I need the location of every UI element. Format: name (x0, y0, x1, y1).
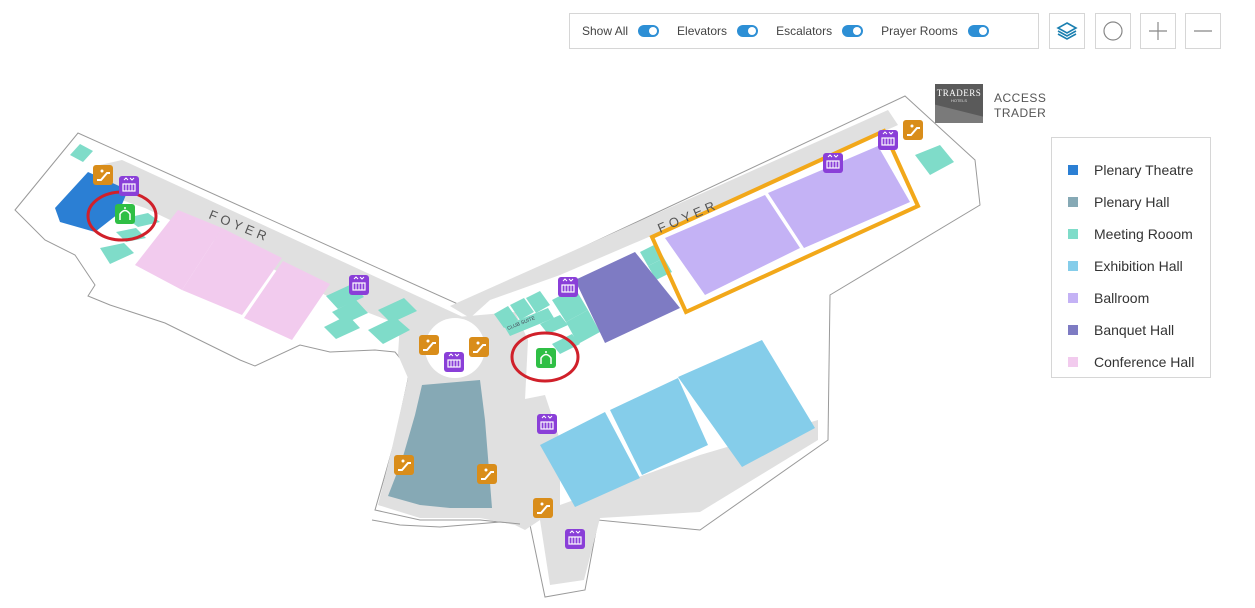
legend-item-conference-hall[interactable]: Conference Hall (1052, 346, 1210, 378)
room-meeting-l1[interactable] (70, 144, 93, 162)
corridor-left-wing (100, 160, 465, 342)
room-meeting-l9[interactable] (368, 317, 410, 344)
prayer-room-icon[interactable] (535, 347, 557, 369)
elevator-icon[interactable] (118, 175, 140, 197)
layers-button[interactable] (1049, 13, 1085, 49)
escalator-icon[interactable] (468, 336, 490, 358)
logo-stripe (935, 104, 983, 123)
room-banquet-hall[interactable] (575, 252, 680, 343)
escalator-icon[interactable] (532, 497, 554, 519)
elevator-icon[interactable] (557, 276, 579, 298)
legend-label: Banquet Hall (1094, 322, 1175, 338)
legend-swatch (1068, 293, 1078, 303)
legend-swatch (1068, 229, 1078, 239)
escalator-icon[interactable] (393, 454, 415, 476)
traders-logo[interactable]: TRADERS HOTELS (935, 84, 983, 123)
room-meeting-c1[interactable] (494, 306, 518, 328)
legend-swatch (1068, 165, 1078, 175)
prayer-room-icon[interactable] (114, 203, 136, 225)
legend-label: Plenary Hall (1094, 194, 1170, 210)
logo-sub: HOTELS (950, 98, 967, 103)
room-meeting-l6[interactable] (332, 300, 368, 324)
access-trader-link[interactable]: ACCESS TRADER (994, 91, 1046, 121)
legend-item-banquet-hall[interactable]: Banquet Hall (1052, 314, 1210, 346)
prayer-highlight-center (510, 331, 580, 383)
room-exhibition-hall-3[interactable] (678, 340, 815, 467)
room-meeting-c3[interactable] (526, 291, 550, 313)
room-conference-hall-1[interactable] (135, 210, 222, 290)
ballroom-highlight-box (649, 128, 921, 315)
toggle-elevators[interactable]: Elevators (677, 24, 759, 38)
zoom-out-button[interactable] (1185, 13, 1221, 49)
plus-icon (1149, 22, 1167, 40)
room-conference-hall-3[interactable] (244, 261, 330, 340)
room-meeting-c4[interactable] (504, 308, 554, 336)
legend-swatch (1068, 261, 1078, 271)
elevator-icon[interactable] (348, 274, 370, 296)
room-plenary-hall[interactable] (388, 380, 492, 508)
legend-label: Meeting Rooom (1094, 226, 1193, 242)
legend-label: Exhibition Hall (1094, 258, 1183, 274)
toggle-label: Show All (582, 24, 629, 38)
legend-swatch (1068, 357, 1078, 367)
room-ballroom-2[interactable] (768, 146, 910, 248)
room-conference-hall-2[interactable] (182, 228, 282, 315)
legend-swatch (1068, 197, 1078, 207)
toggle-escalators[interactable]: Escalators (776, 24, 864, 38)
legend-label: Plenary Theatre (1094, 162, 1194, 178)
prayer-rooms-switch[interactable] (967, 25, 989, 37)
elevator-icon[interactable] (536, 413, 558, 435)
toggle-label: Prayer Rooms (881, 24, 958, 38)
room-meeting-l8[interactable] (378, 298, 417, 323)
escalator-icon[interactable] (476, 463, 498, 485)
room-exhibition-hall-2[interactable] (610, 378, 708, 475)
zoom-in-button[interactable] (1140, 13, 1176, 49)
room-ballroom-1[interactable] (665, 195, 800, 295)
access-line-1: ACCESS (994, 91, 1047, 105)
legend-item-exhibition-hall[interactable]: Exhibition Hall (1052, 250, 1210, 282)
room-meeting-c5[interactable] (540, 315, 568, 334)
room-meeting-r5[interactable] (915, 145, 954, 175)
elevator-icon[interactable] (443, 351, 465, 373)
escalator-icon[interactable] (92, 164, 114, 186)
layers-icon (1056, 22, 1078, 40)
legend-label: Conference Hall (1094, 354, 1195, 370)
room-meeting-c6[interactable] (552, 334, 580, 354)
corridor-right-wing (450, 110, 898, 318)
escalator-icon[interactable] (418, 334, 440, 356)
rotunda-void (425, 318, 485, 378)
room-meeting-l4[interactable] (100, 243, 134, 264)
room-meeting-c2[interactable] (510, 298, 534, 320)
room-plenary-theatre[interactable] (55, 172, 128, 232)
elevator-icon[interactable] (564, 528, 586, 550)
legend-item-ballroom[interactable]: Ballroom (1052, 282, 1210, 314)
legend-swatch (1068, 325, 1078, 335)
legend-item-plenary-hall[interactable]: Plenary Hall (1052, 186, 1210, 218)
bottom-wall (371, 519, 521, 528)
reset-view-button[interactable] (1095, 13, 1131, 49)
elevator-icon[interactable] (822, 152, 844, 174)
access-line-2: TRADER (994, 106, 1047, 120)
legend-item-meeting-room[interactable]: Meeting Rooom (1052, 218, 1210, 250)
show-all-switch[interactable] (638, 25, 660, 37)
map-legend: Plenary Theatre Plenary Hall Meeting Roo… (1051, 137, 1211, 378)
elevator-icon[interactable] (877, 129, 899, 151)
toggle-label: Elevators (677, 24, 728, 38)
toggle-prayer-rooms[interactable]: Prayer Rooms (881, 24, 989, 38)
room-meeting-r2[interactable] (566, 310, 600, 344)
escalator-icon[interactable] (902, 119, 924, 141)
toggle-show-all[interactable]: Show All (582, 24, 660, 38)
legend-label: Ballroom (1094, 290, 1150, 306)
filter-toolbar: Show All Elevators Escalators Prayer Roo… (569, 13, 1039, 49)
minus-icon (1194, 30, 1212, 32)
room-exhibition-hall-1[interactable] (540, 412, 640, 507)
toggle-label: Escalators (776, 24, 833, 38)
legend-item-plenary-theatre[interactable]: Plenary Theatre (1052, 154, 1210, 186)
logo-name: TRADERS (936, 88, 982, 98)
room-meeting-l7[interactable] (324, 315, 360, 339)
elevators-switch[interactable] (737, 25, 759, 37)
escalators-switch[interactable] (842, 25, 864, 37)
circle-icon (1103, 21, 1123, 41)
